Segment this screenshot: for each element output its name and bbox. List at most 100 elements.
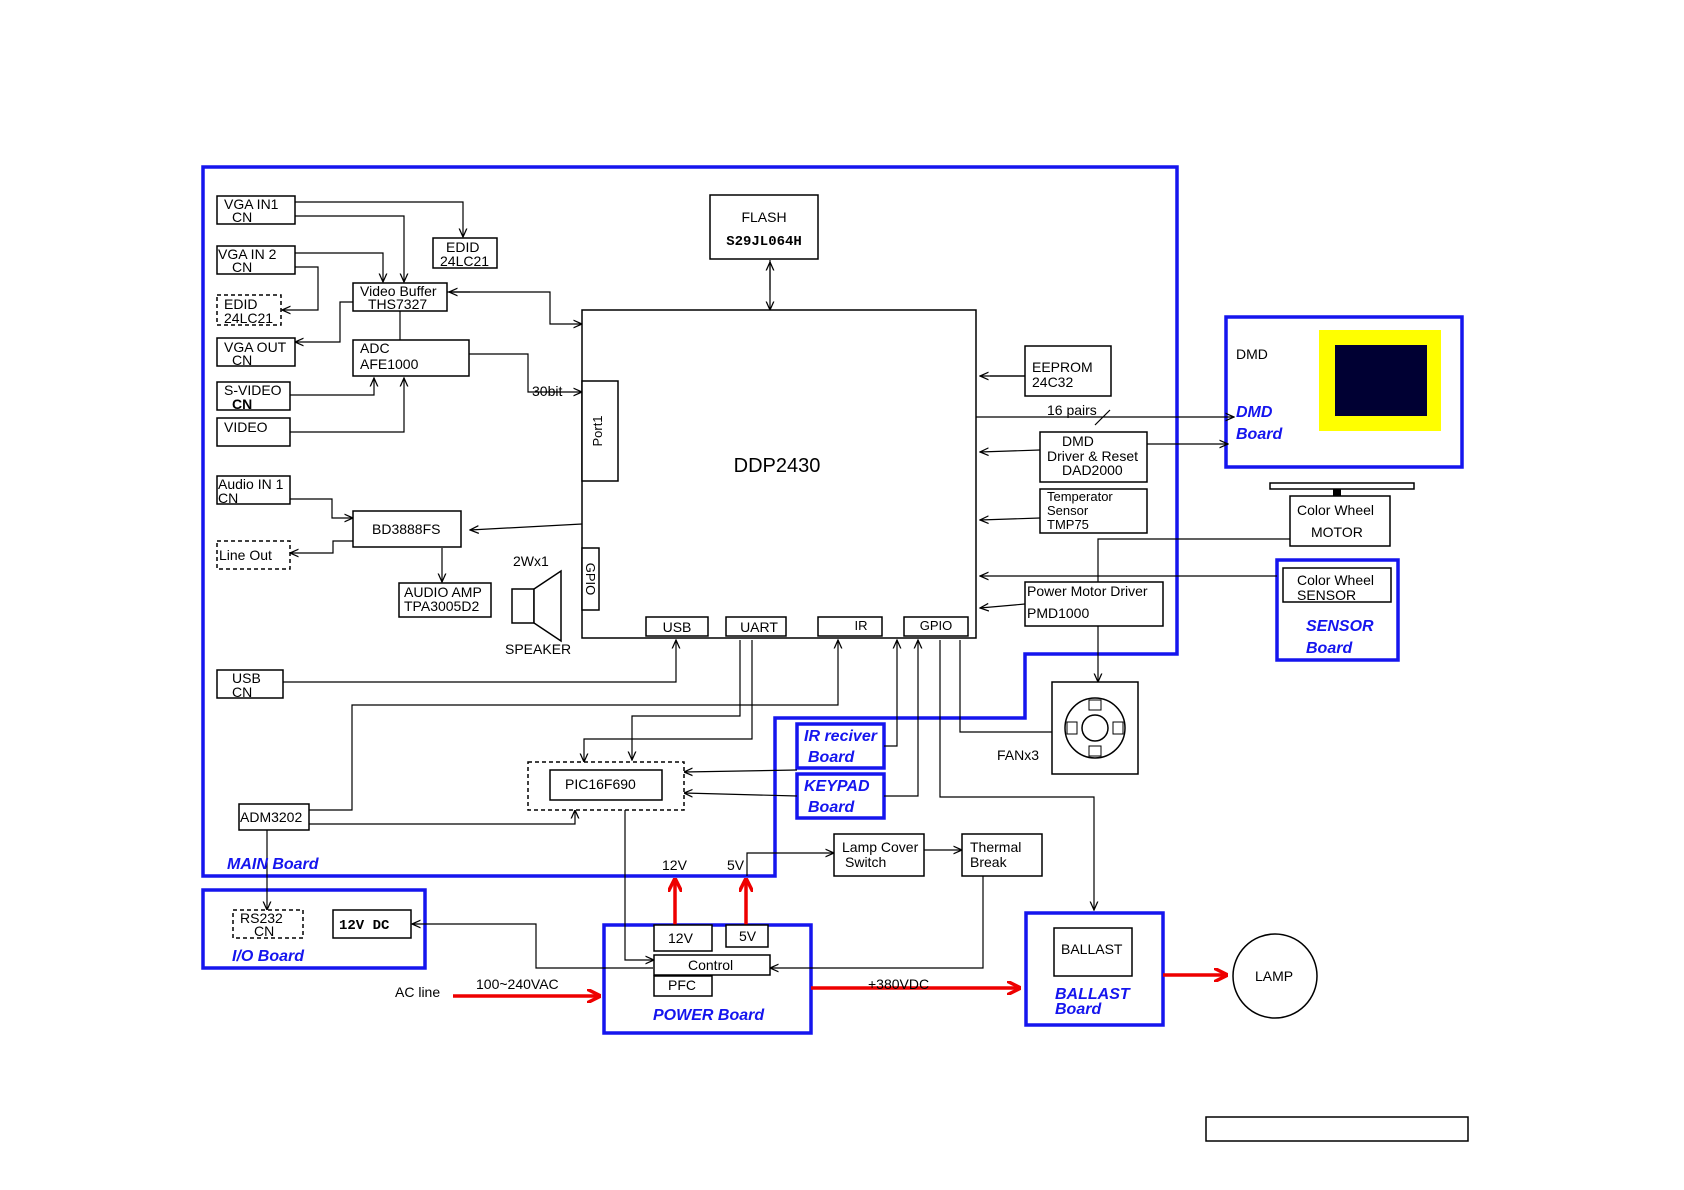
svg-text:EDID: EDID: [224, 296, 257, 312]
power-5v-block: 5V: [725, 924, 769, 948]
svg-text:Break: Break: [970, 854, 1008, 870]
svg-text:Color Wheel: Color Wheel: [1297, 502, 1374, 518]
ac-line-label: AC line: [395, 984, 440, 1000]
ballast-board-sub: Board: [1055, 1001, 1102, 1018]
svg-text:EDID: EDID: [446, 239, 479, 255]
power-arrows: [453, 881, 1225, 996]
color-wheel-disk: [1269, 482, 1415, 490]
svg-text:CN: CN: [232, 209, 252, 225]
eeprom-block: EEPROM 24C32: [1024, 345, 1112, 397]
dmd-board-outline: [1224, 315, 1464, 469]
dmd-board-sub: Board: [1236, 426, 1283, 443]
video-connector: VIDEO: [216, 417, 291, 447]
sensor-board-label: SENSOR: [1306, 618, 1374, 635]
audio-in1-connector: Audio IN 1 CN: [216, 475, 291, 506]
svg-text:AFE1000: AFE1000: [360, 356, 419, 372]
lamp-label: LAMP: [1255, 968, 1293, 984]
ir-port-label: IR: [855, 618, 868, 633]
speaker-label: SPEAKER: [505, 641, 571, 657]
rs232-connector: RS232 CN: [232, 909, 304, 939]
lamp-circle: [1232, 933, 1318, 1019]
svideo-connector: S-VIDEO CN: [216, 381, 291, 412]
line-out-connector: Line Out: [216, 540, 291, 570]
audio-amp-block: AUDIO AMP TPA3005D2: [398, 582, 492, 618]
svg-text:BALLAST: BALLAST: [1061, 941, 1123, 957]
vga-in2-connector: VGA IN 2 CN: [216, 245, 296, 275]
svg-text:USB: USB: [232, 670, 261, 686]
adm3202-block: ADM3202: [238, 803, 310, 831]
speaker-power-label: 2Wx1: [513, 553, 549, 569]
dmd-label: DMD: [1236, 346, 1268, 362]
svg-text:TMP75: TMP75: [1047, 517, 1089, 532]
svg-text:Audio IN 1: Audio IN 1: [218, 476, 284, 492]
dmd-driver-block: DMD Driver & Reset DAD2000: [1039, 431, 1148, 483]
svg-text:VGA IN1: VGA IN1: [224, 196, 279, 212]
port1-block: [581, 380, 619, 482]
dc-12v-connector: 12V DC: [332, 909, 412, 939]
svg-text:Line Out: Line Out: [219, 547, 272, 563]
svg-text:CN: CN: [254, 923, 274, 939]
flash-block: FLASH S29JL064H: [709, 194, 819, 260]
svg-text:CN: CN: [232, 396, 252, 412]
svg-text:Color Wheel: Color Wheel: [1297, 572, 1374, 588]
svg-text:SENSOR: SENSOR: [1297, 587, 1356, 603]
gpio-left-label: GPIO: [583, 563, 598, 596]
svg-text:ADC: ADC: [360, 340, 390, 356]
lamp-cover-switch-block: Lamp Cover Switch: [833, 833, 925, 877]
ddp2430-chip: DDP2430 Port1 GPIO USB UART IR GPIO: [581, 309, 977, 639]
video-buffer-block: Video Buffer THS7327: [352, 282, 448, 312]
svg-text:VIDEO: VIDEO: [224, 419, 268, 435]
ir-board-label: IR reciver: [804, 728, 878, 745]
ac-range-label: 100~240VAC: [476, 976, 559, 992]
svg-text:CN: CN: [232, 684, 252, 700]
svg-text:Control: Control: [688, 957, 733, 973]
gpio-bottom-port: [903, 616, 969, 637]
gpio-left-block: [581, 547, 600, 611]
svg-text:S-VIDEO: S-VIDEO: [224, 382, 282, 398]
bd3888fs-block: BD3888FS: [352, 510, 462, 548]
power-pfc-block: PFC: [653, 975, 713, 997]
ir-board-sub: Board: [808, 749, 855, 766]
svg-text:VGA IN 2: VGA IN 2: [218, 246, 277, 262]
svg-text:ADM3202: ADM3202: [240, 809, 302, 825]
io-board-label: I/O Board: [232, 948, 305, 965]
svg-text:PMD1000: PMD1000: [1027, 605, 1089, 621]
svg-text:MOTOR: MOTOR: [1311, 524, 1363, 540]
keypad-board-sub: Board: [808, 799, 855, 816]
keypad-board-label: KEYPAD: [804, 778, 870, 795]
svg-text:Video Buffer: Video Buffer: [360, 283, 437, 299]
svg-text:PIC16F690: PIC16F690: [565, 776, 636, 792]
ballast-board-label: BALLAST: [1055, 986, 1131, 1003]
gpio-bottom-label: GPIO: [920, 618, 953, 633]
sensor-board-sub: Board: [1306, 640, 1353, 657]
svg-text:5V: 5V: [739, 928, 757, 944]
usb-port: [645, 616, 709, 637]
svg-text:24C32: 24C32: [1032, 374, 1073, 390]
svg-text:Power Motor Driver: Power Motor Driver: [1027, 583, 1148, 599]
color-wheel-sensor-block: Color Wheel SENSOR: [1282, 567, 1392, 603]
main-board-outline: [201, 165, 1179, 878]
io-board-outline: [201, 888, 427, 970]
thermal-break-block: Thermal Break: [961, 833, 1043, 877]
pic16f690-block: PIC16F690: [527, 761, 685, 811]
svg-text:Lamp Cover: Lamp Cover: [842, 839, 919, 855]
svg-text:CN: CN: [232, 259, 252, 275]
chip-title: DDP2430: [734, 455, 821, 477]
sensor-board-outline: [1275, 558, 1400, 662]
svg-text:12V DC: 12V DC: [339, 918, 390, 934]
svg-text:Sensor: Sensor: [1047, 503, 1089, 518]
svg-text:Driver & Reset: Driver & Reset: [1047, 448, 1138, 464]
svg-text:24LC21: 24LC21: [224, 310, 273, 326]
color-wheel-motor-block: Color Wheel MOTOR: [1289, 495, 1391, 547]
svg-text:24LC21: 24LC21: [440, 253, 489, 269]
svg-text:FLASH: FLASH: [741, 209, 786, 225]
edid-top-block: EDID 24LC21: [432, 237, 498, 269]
port1-label: Port1: [590, 415, 605, 446]
svg-text:DMD: DMD: [1062, 433, 1094, 449]
svg-text:AUDIO AMP: AUDIO AMP: [404, 584, 482, 600]
edid-left-block: EDID 24LC21: [216, 294, 282, 326]
signal-wires: [267, 201, 1290, 968]
ir-port: [817, 616, 883, 637]
dmd-board-label: DMD: [1236, 404, 1273, 421]
